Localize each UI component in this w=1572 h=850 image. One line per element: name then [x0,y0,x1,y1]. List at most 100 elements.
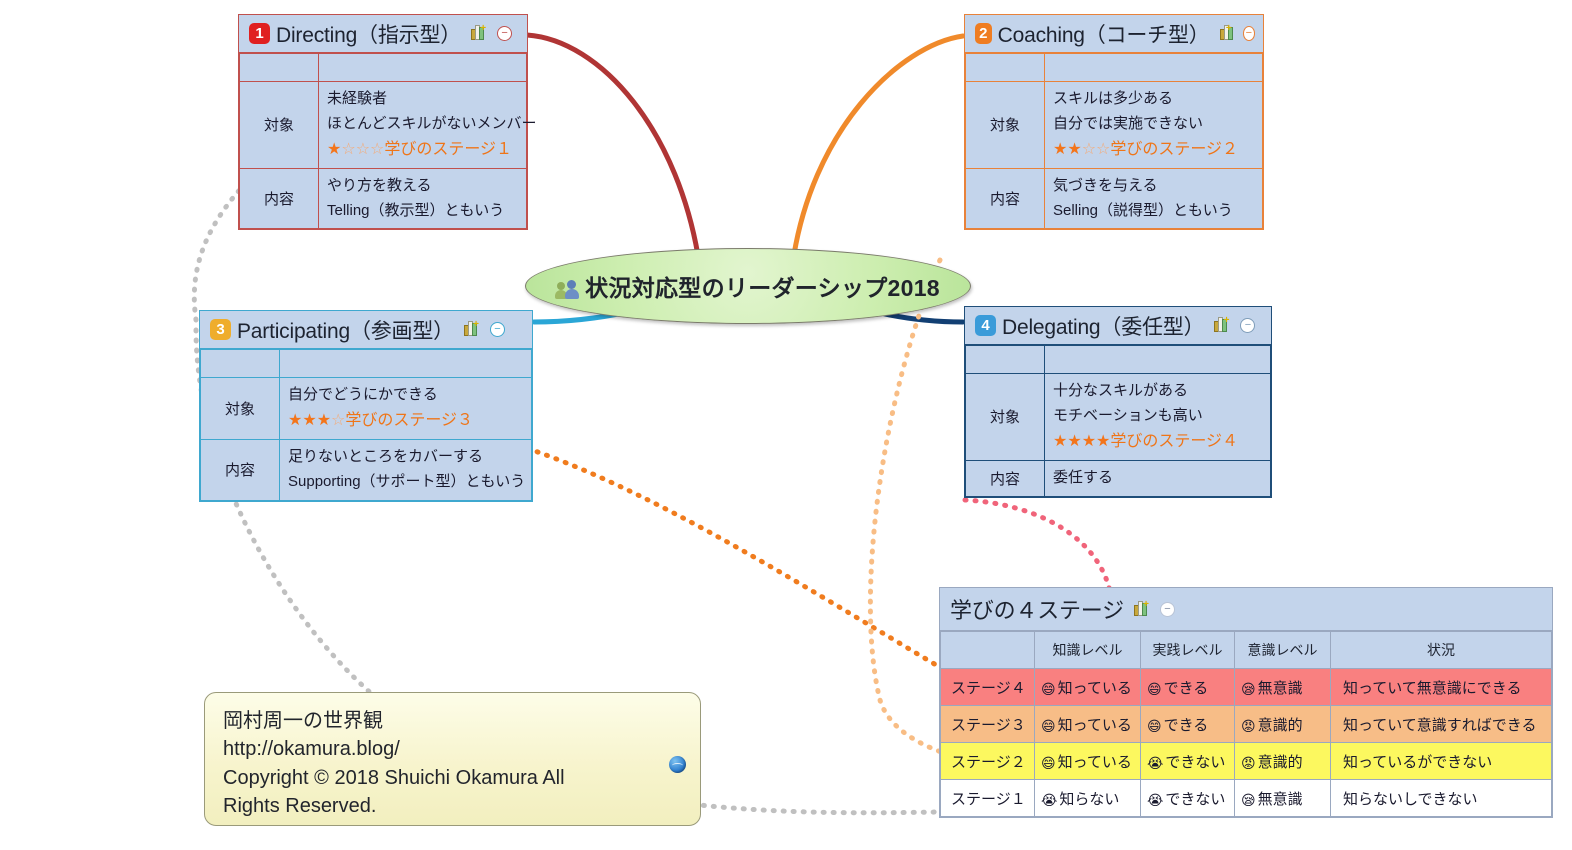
table-row [965,345,1271,374]
situation-cell: 知っていて意識すればできる [1330,705,1552,743]
row-content: 気づきを与える Selling（説得型）ともいう [1044,167,1263,230]
awareness-text: 無意識 [1257,679,1303,697]
table-row: 内容 気づきを与える Selling（説得型）ともいう [965,167,1263,230]
star-rating: ★★☆☆ [1053,140,1111,158]
stage-table-title: 学びの４ステージ [950,598,1124,623]
node-copyright-note[interactable]: 岡村周一の世界観 http://okamura.blog/ Copyright … [204,692,701,826]
col-header-practice: 実践レベル [1140,631,1235,669]
stage-label: 学びのステージ３ [345,411,474,429]
emoji-icon: 😄 [1147,717,1162,734]
spacer-cell [1044,345,1271,374]
col-header-situation: 状況 [1330,631,1552,669]
col-header-awareness: 意識レベル [1234,631,1331,669]
node-coaching-table: 対象 スキルは多少ある 自分では実施できない ★★☆☆学びのステージ２ 内容 気… [965,53,1263,230]
stage-label: 学びのステージ１ [384,140,513,158]
node-coaching[interactable]: 2 Coaching（コーチ型） + − 対象 スキルは多少ある 自分では実施で… [964,14,1264,231]
awareness-cell: 😡意識的 [1234,705,1331,743]
situation-cell: 知らないしできない [1330,779,1552,817]
emoji-icon: 😄 [1041,680,1056,697]
central-node[interactable]: 状況対応型のリーダーシップ2018 [525,248,971,324]
text-line: Telling（教示型）ともいう [327,201,505,219]
collapse-toggle-icon[interactable]: − [1240,318,1256,333]
node-participating[interactable]: 3 Participating（参画型） + − 対象 自分でどうにかできる ★… [199,310,533,502]
collapse-toggle-icon[interactable]: − [489,322,505,337]
row-content: 足りないところをカバーする Supporting（サポート型）ともいう [279,439,532,501]
practice-cell: 😄できる [1140,705,1235,743]
practice-text: できる [1163,679,1209,697]
globe-icon[interactable] [669,756,686,773]
row-label: 内容 [239,167,319,230]
text-line: 委任する [1053,468,1114,486]
stage-rating: ★★☆☆学びのステージ２ [1053,137,1254,163]
star-rating: ★★★★ [1053,432,1111,450]
emoji-icon: 😄 [1041,717,1056,734]
note-line-3: Copyright © 2018 Shuichi Okamura All [223,766,565,789]
star-rating: ★☆☆☆ [327,140,385,158]
awareness-cell: 😪無意識 [1234,779,1331,817]
people-icon [555,280,580,299]
emoji-icon: 😭 [1041,791,1058,808]
emoji-icon: 😭 [1147,754,1164,771]
row-content: やり方を教える Telling（教示型）ともいう [318,167,527,230]
practice-text: できない [1165,753,1226,771]
awareness-text: 意識的 [1257,753,1303,771]
collapse-toggle-icon[interactable]: − [1242,26,1255,41]
emoji-icon: 😭 [1147,791,1164,808]
node-delegating-table: 対象 十分なスキルがある モチベーションも高い ★★★★学びのステージ４ 内容 … [965,345,1271,497]
col-header-blank [940,631,1035,669]
table-header-row: 知識レベル 実践レベル 意識レベル 状況 [940,631,1552,669]
table-row: ステージ３ 😄知っている 😄できる 😡意識的 知っていて意識すればできる [940,705,1552,743]
text-line: 未経験者 [327,90,388,107]
chart-icon[interactable]: + [1214,316,1229,333]
text-line: ほとんどスキルがないメンバー [327,114,537,132]
collapse-toggle-icon[interactable]: − [497,26,513,41]
node-coaching-header[interactable]: 2 Coaching（コーチ型） + − [965,15,1263,53]
stage-rating: ★★★★学びのステージ４ [1053,429,1262,455]
chart-icon[interactable]: + [463,320,479,337]
chart-icon[interactable]: + [1133,599,1149,617]
collapse-toggle-icon[interactable]: − [1159,601,1175,617]
practice-text: できる [1163,716,1209,734]
row-content: 自分でどうにかできる ★★★☆学びのステージ３ [279,376,532,441]
node-delegating[interactable]: 4 Delegating（委任型） + − 対象 十分なスキルがある モチベーシ… [964,306,1272,498]
text-line: モチベーションも高い [1053,406,1203,424]
chart-icon[interactable]: + [471,24,486,41]
table-row: ステージ１ 😭知らない 😭できない 😪無意識 知らないしできない [940,779,1552,817]
note-line-2[interactable]: http://okamura.blog/ [223,738,400,761]
row-content: 未経験者 ほとんどスキルがないメンバー ★☆☆☆学びのステージ１ [318,81,537,169]
node-learning-stages[interactable]: 学びの４ステージ + − 知識レベル 実践レベル 意識レベル 状況 ステージ４ … [939,587,1553,818]
stage-name: ステージ４ [940,668,1035,706]
knowledge-cell: 😭知らない [1034,779,1141,817]
learning-stages-table: 知識レベル 実践レベル 意識レベル 状況 ステージ４ 😄知っている 😄できる 😪… [940,631,1552,817]
node-participating-header[interactable]: 3 Participating（参画型） + − [200,311,532,349]
note-line-1: 岡村周一の世界観 [223,710,383,732]
knowledge-cell: 😄知っている [1034,705,1141,743]
node-delegating-header[interactable]: 4 Delegating（委任型） + − [965,307,1271,345]
emoji-icon: 😄 [1041,754,1056,771]
knowledge-text: 知っている [1057,679,1132,697]
table-row: ステージ４ 😄知っている 😄できる 😪無意識 知っていて無意識にできる [940,668,1552,706]
table-row [965,53,1263,82]
spacer-cell [239,53,319,82]
knowledge-text: 知っている [1057,716,1132,734]
row-content: スキルは多少ある 自分では実施できない ★★☆☆学びのステージ２ [1044,81,1263,169]
emoji-icon: 😡 [1241,754,1256,771]
spacer-cell [965,53,1045,82]
spacer-cell [965,345,1045,374]
central-node-label-wrap: 状況対応型のリーダーシップ2018 [555,269,940,303]
node-directing-table: 対象 未経験者 ほとんどスキルがないメンバー ★☆☆☆学びのステージ１ 内容 や… [239,53,537,230]
stage-table-header[interactable]: 学びの４ステージ + − [940,588,1552,631]
node-directing-header[interactable]: 1 Directing（指示型） + − [239,15,527,53]
node-number-badge: 4 [975,315,996,336]
star-rating: ★★★☆ [288,411,346,429]
note-line-4: Rights Reserved. [223,795,377,818]
text-line: Supporting（サポート型）ともいう [288,472,526,490]
connector-directing [524,32,703,271]
node-directing[interactable]: 1 Directing（指示型） + − 対象 未経験者 ほとんどスキルがないメ… [238,14,537,231]
awareness-text: 無意識 [1257,790,1303,808]
node-title: Directing（指示型） [276,23,462,47]
text-line: 十分なスキルがある [1053,382,1189,399]
practice-text: できない [1165,790,1226,808]
chart-icon[interactable]: + [1219,24,1233,41]
